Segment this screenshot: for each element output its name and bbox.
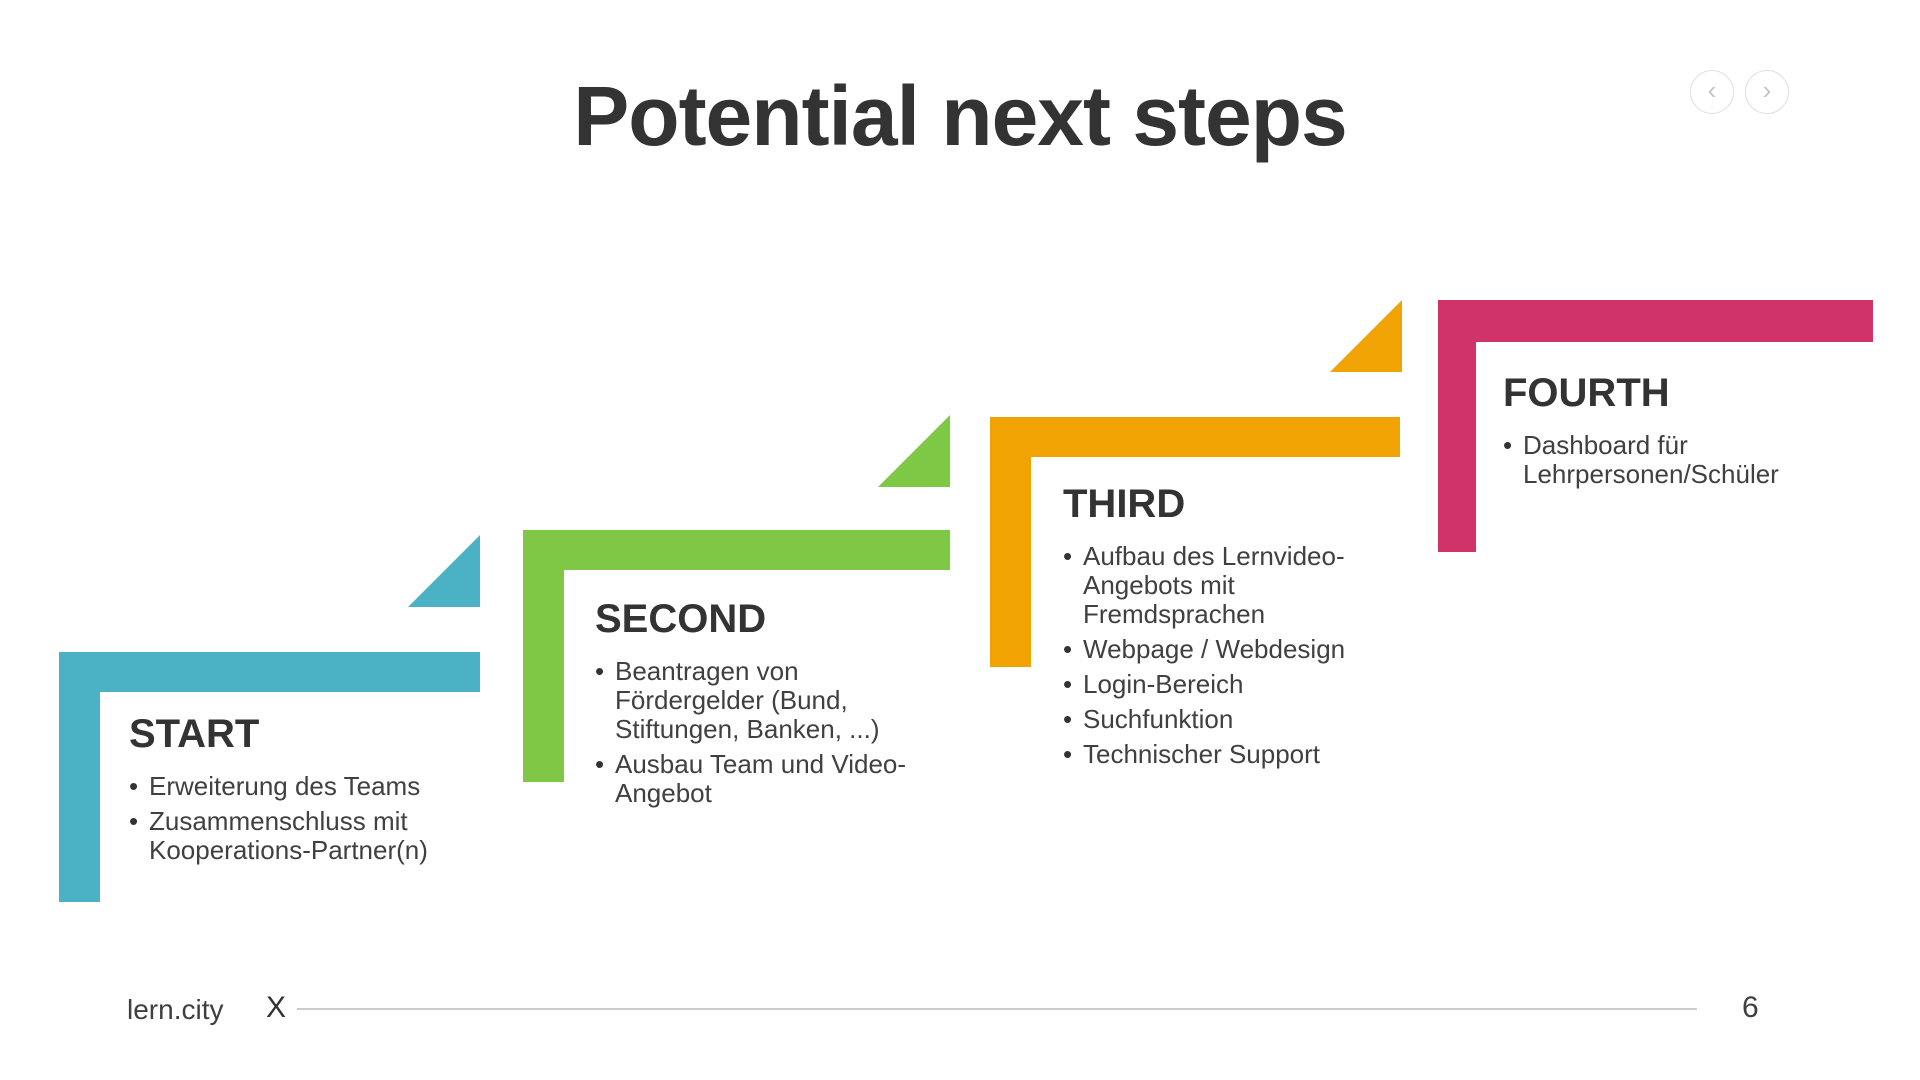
bullet-text: Suchfunktion: [1083, 704, 1234, 734]
bullet-dot: •: [1063, 541, 1073, 571]
bullet-text: Dashboard für Lehrpersonen/Schüler: [1523, 430, 1779, 489]
step-title: THIRD: [1063, 482, 1186, 526]
bullet-dot: •: [1063, 704, 1073, 734]
next-slide-button[interactable]: ›: [1745, 70, 1789, 114]
step-start-arrow-triangle: [408, 535, 480, 607]
step-bullet-list: • Beantragen von Fördergelder (Bund, Stif…: [595, 657, 915, 808]
bullet-text: Erweiterung des Teams: [149, 771, 421, 801]
step-second-horizontal-bar: [523, 530, 950, 570]
step-start-vertical-bar: [59, 652, 100, 902]
step-title: FOURTH: [1503, 371, 1670, 415]
prev-slide-button[interactable]: ‹: [1690, 70, 1734, 114]
step-start-block: START • Erweiterung des Teams • Zusammensc…: [129, 710, 449, 871]
footer-x-mark: X: [266, 991, 287, 1024]
bullet-item: • Login-Bereich: [1063, 670, 1383, 699]
bullet-text: Aufbau des Lernvideo-Angebots mit Fremds…: [1083, 541, 1345, 629]
bullet-dot: •: [1063, 634, 1073, 664]
bullet-dot: •: [129, 771, 139, 801]
step-fourth-vertical-bar: [1438, 300, 1476, 552]
step-title: SECOND: [595, 597, 767, 641]
bullet-text: Beantragen von Fördergelder (Bund, Stift…: [615, 656, 880, 744]
step-third-vertical-bar: [990, 417, 1031, 667]
page-title: Potential next steps: [573, 69, 1348, 163]
step-third-arrow-triangle: [1330, 300, 1402, 372]
step-title: START: [129, 712, 260, 756]
bullet-text: Zusammenschluss mit Kooperations-Partner…: [149, 806, 428, 865]
bullet-item: • Beantragen von Fördergelder (Bund, Stif…: [595, 657, 915, 744]
chevron-right-icon: ›: [1762, 75, 1772, 105]
bullet-item: • Ausbau Team und Video-Angebot: [595, 750, 915, 808]
step-fourth-block: FOURTH • Dashboard für Lehrpersonen/Schül…: [1503, 369, 1798, 495]
footer-brand: lern.city: [127, 994, 224, 1025]
bullet-dot: •: [1063, 669, 1073, 699]
step-third-block: THIRD • Aufbau des Lernvideo-Angebots mit…: [1063, 480, 1383, 775]
step-fourth-horizontal-bar: [1438, 300, 1873, 342]
bullet-item: • Webpage / Webdesign: [1063, 635, 1383, 664]
footer-divider-line: [297, 1008, 1697, 1010]
bullet-dot: •: [1063, 739, 1073, 769]
bullet-text: Ausbau Team und Video-Angebot: [615, 749, 907, 808]
bullet-dot: •: [1503, 430, 1513, 460]
bullet-item: • Zusammenschluss mit Kooperations-Partne…: [129, 807, 449, 865]
step-second-vertical-bar: [523, 530, 564, 782]
step-bullet-list: • Dashboard für Lehrpersonen/Schüler: [1503, 431, 1798, 489]
step-start-horizontal-bar: [59, 652, 480, 692]
step-third-horizontal-bar: [990, 417, 1400, 457]
step-second-block: SECOND • Beantragen von Fördergelder (Bun…: [595, 595, 915, 814]
bullet-dot: •: [595, 749, 605, 779]
bullet-item: • Technischer Support: [1063, 740, 1383, 769]
bullet-text: Technischer Support: [1083, 739, 1321, 769]
bullet-item: • Dashboard für Lehrpersonen/Schüler: [1503, 431, 1798, 489]
step-bullet-list: • Aufbau des Lernvideo-Angebots mit Fremd…: [1063, 542, 1383, 769]
bullet-item: • Aufbau des Lernvideo-Angebots mit Fremd…: [1063, 542, 1383, 629]
bullet-text: Login-Bereich: [1083, 669, 1244, 699]
chevron-left-icon: ‹: [1707, 75, 1717, 105]
page-number: 6: [1742, 991, 1759, 1024]
bullet-item: • Suchfunktion: [1063, 705, 1383, 734]
step-bullet-list: • Erweiterung des Teams • Zusammenschluss …: [129, 772, 449, 865]
bullet-item: • Erweiterung des Teams: [129, 772, 449, 801]
bullet-dot: •: [129, 806, 139, 836]
bullet-dot: •: [595, 656, 605, 686]
step-second-arrow-triangle: [878, 415, 950, 487]
bullet-text: Webpage / Webdesign: [1083, 634, 1346, 664]
